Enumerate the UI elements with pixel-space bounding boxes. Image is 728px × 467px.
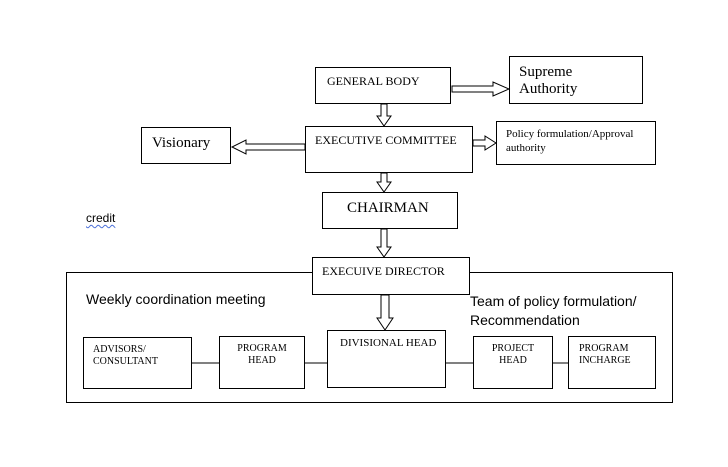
general-body-label: GENERAL BODY [327, 74, 420, 88]
chairman-label: CHAIRMAN [347, 200, 429, 216]
arrow-to-policy-formulation [472, 135, 497, 151]
divisional-head-label: DIVISIONAL HEAD [340, 337, 437, 349]
program-head-label: PROGRAM HEAD [237, 343, 287, 366]
project-head-label: PROJECT HEAD [491, 343, 535, 366]
advisors-label: ADVISORS/ CONSULTANT [93, 344, 158, 367]
supreme-authority-label: Supreme Authority [519, 64, 578, 97]
divisional-head-box: DIVISIONAL HEAD [327, 330, 446, 388]
program-incharge-label: PROGRAM INCHARGE [579, 343, 631, 366]
arrow-to-divisional-head [376, 294, 394, 331]
arrow-to-chairman [376, 172, 392, 193]
policy-formulation-box: Policy formulation/Approval authority [496, 121, 656, 165]
executive-committee-label: EXECUTIVE COMMITTEE [315, 133, 457, 147]
project-head-box: PROJECT HEAD [473, 336, 553, 389]
general-body-box: GENERAL BODY [315, 67, 451, 104]
credit-label: credit [86, 211, 116, 225]
program-head-box: PROGRAM HEAD [219, 336, 305, 389]
advisors-box: ADVISORS/ CONSULTANT [83, 337, 192, 389]
executive-director-box: EXECUIVE DIRECTOR [312, 257, 470, 295]
visionary-label: Visionary [152, 135, 211, 151]
supreme-authority-box: Supreme Authority [509, 56, 643, 104]
policy-team-label: Team of policy formulation/ Recommendati… [470, 293, 637, 328]
executive-director-label: EXECUIVE DIRECTOR [322, 264, 445, 278]
visionary-box: Visionary [141, 127, 231, 164]
policy-formulation-label: Policy formulation/Approval authority [506, 128, 634, 154]
arrow-to-executive-committee [376, 103, 392, 127]
arrow-to-visionary [230, 139, 306, 155]
chairman-box: CHAIRMAN [322, 192, 458, 229]
arrow-to-executive-director [376, 228, 392, 258]
weekly-meeting-label: Weekly coordination meeting [86, 291, 266, 307]
arrow-to-supreme-authority [451, 81, 511, 97]
program-incharge-box: PROGRAM INCHARGE [568, 336, 656, 389]
executive-committee-box: EXECUTIVE COMMITTEE [305, 126, 473, 173]
